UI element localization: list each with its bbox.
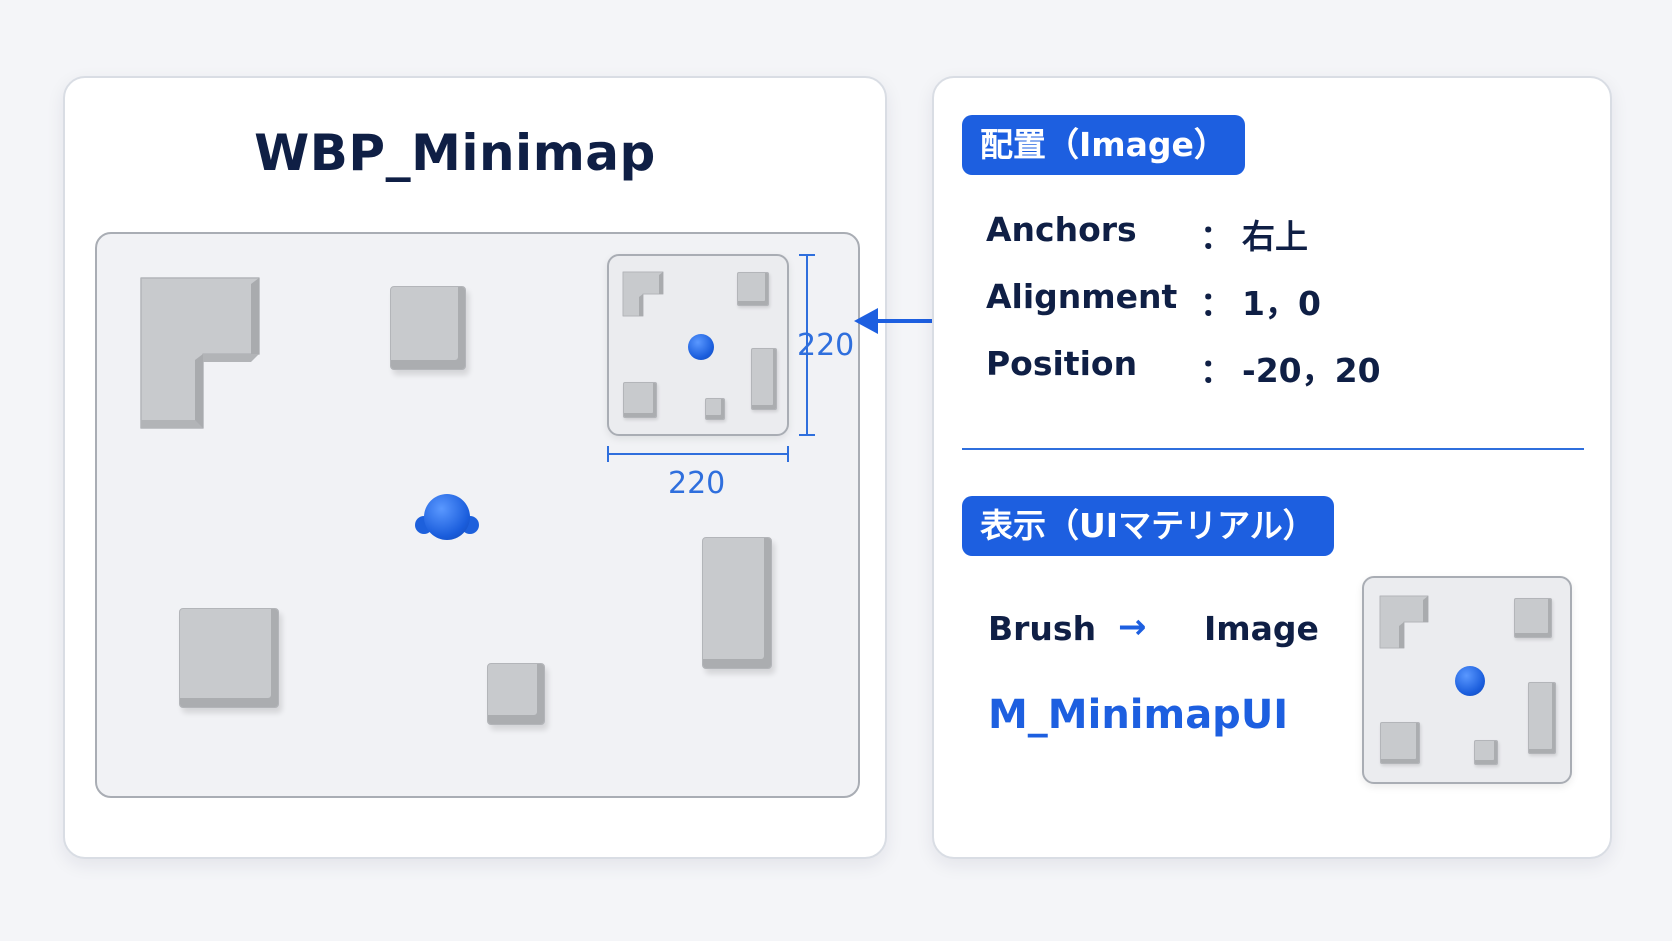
width-dimension-label: 220 — [668, 466, 726, 501]
world-map-preview: 220 220 — [95, 232, 860, 798]
preview-building-l-shape — [1378, 594, 1432, 652]
section-divider — [962, 448, 1584, 450]
placement-tag: 配置（Image） — [962, 115, 1245, 175]
height-dimension-cap-top — [799, 254, 815, 256]
alignment-value: 1，0 — [1242, 284, 1321, 323]
preview-player-dot-icon — [1455, 666, 1485, 696]
alignment-label: Alignment — [986, 277, 1178, 316]
building-bottom-left — [179, 608, 279, 708]
widget-title: WBP_Minimap — [254, 124, 656, 182]
width-dimension-cap-right — [787, 446, 789, 462]
player-marker-icon — [415, 494, 479, 544]
building-top-middle — [390, 286, 466, 370]
material-name: M_MinimapUI — [988, 692, 1289, 738]
mini-building-right-tall — [751, 348, 777, 410]
building-l-shape — [137, 274, 267, 434]
mini-building-bottom-left — [623, 382, 657, 418]
preview-building-bottom-left — [1380, 722, 1420, 764]
anchors-label: Anchors — [986, 210, 1137, 249]
height-dimension-line — [806, 254, 808, 436]
mini-building-l-shape — [621, 270, 667, 320]
arrow-right-icon: → — [1118, 607, 1147, 647]
anchors-colon: ： — [1200, 217, 1233, 256]
building-bottom-small — [487, 663, 545, 725]
preview-building-bottom-small — [1474, 740, 1498, 765]
width-dimension-cap-left — [607, 446, 609, 462]
height-dimension-label: 220 — [797, 328, 855, 363]
mini-building-top-right — [737, 272, 769, 306]
anchors-value: 右上 — [1242, 217, 1308, 256]
image-label: Image — [1204, 609, 1319, 648]
mini-player-dot-icon — [688, 334, 714, 360]
height-dimension-cap-bottom — [799, 434, 815, 436]
alignment-colon: ： — [1200, 284, 1233, 323]
brush-label: Brush — [988, 609, 1097, 648]
preview-building-right-tall — [1528, 682, 1556, 754]
preview-building-top-right — [1514, 598, 1552, 638]
material-preview — [1362, 576, 1572, 784]
settings-panel: 配置（Image） Anchors ： 右上 Alignment ： 1，0 P… — [932, 76, 1612, 859]
position-label: Position — [986, 344, 1138, 383]
display-tag: 表示（UIマテリアル） — [962, 496, 1334, 556]
widget-panel: WBP_Minimap — [63, 76, 887, 859]
width-dimension-line — [607, 453, 789, 455]
building-right-tall — [702, 537, 772, 669]
mini-building-bottom-small — [705, 398, 725, 420]
minimap-image — [607, 254, 789, 436]
position-colon: ： — [1200, 351, 1233, 390]
position-value: -20，20 — [1242, 351, 1381, 390]
